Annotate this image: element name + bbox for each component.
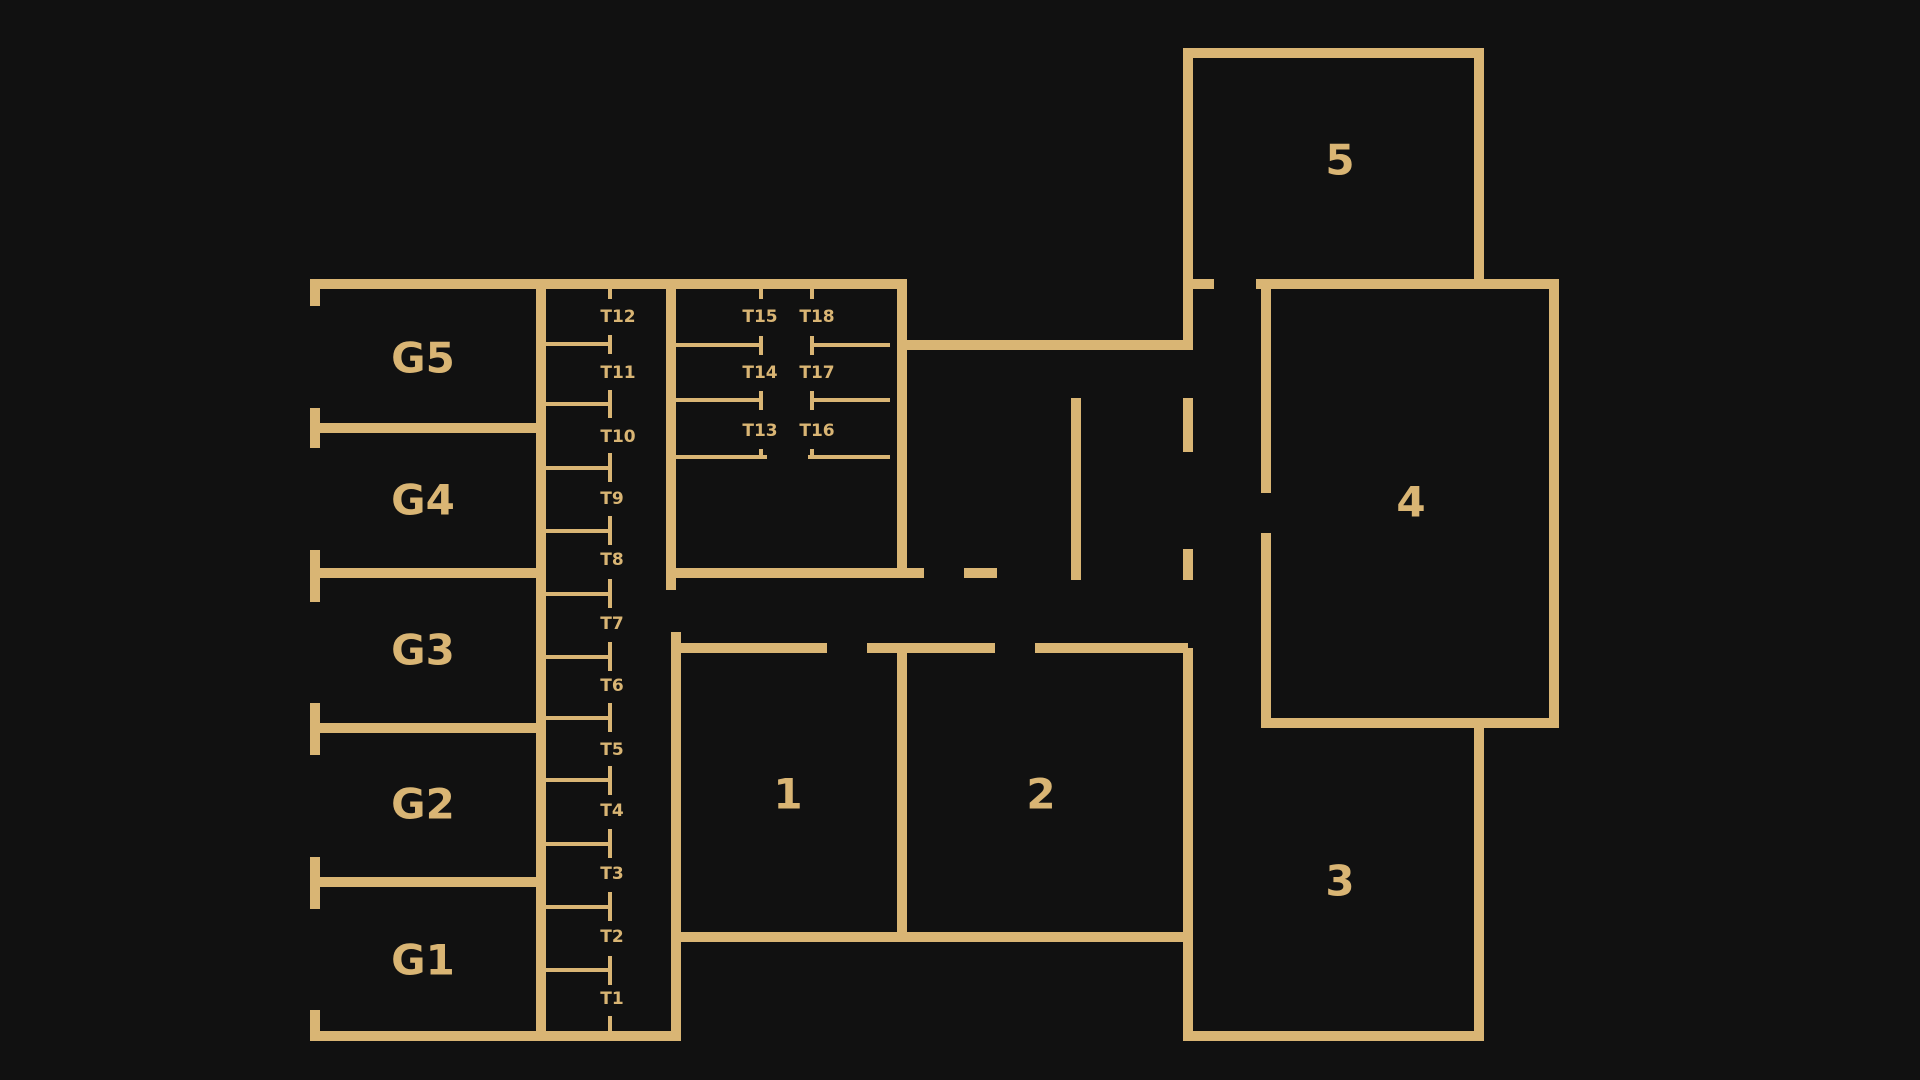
toilet-label-t3: T3 <box>600 864 623 884</box>
toilet-label-t12: T12 <box>600 307 635 327</box>
block-stalls <box>676 289 890 459</box>
toilet-label-t9: T9 <box>600 489 623 509</box>
room-labels: G5 G4 G3 G2 G1 1 2 3 4 5 <box>391 136 1425 985</box>
toilet-label-t15: T15 <box>742 307 777 327</box>
toilet-label-t18: T18 <box>799 307 834 327</box>
toilet-label-t2: T2 <box>600 927 623 947</box>
room-label-g2: G2 <box>391 780 455 829</box>
wall-room4 <box>1256 279 1559 728</box>
room-label-2: 2 <box>1026 770 1055 819</box>
toilet-label-t8: T8 <box>600 550 623 570</box>
walls <box>310 48 1559 1041</box>
toilet-label-t4: T4 <box>600 801 624 821</box>
room-label-4: 4 <box>1396 478 1425 527</box>
toilet-label-t5: T5 <box>600 740 623 760</box>
toilet-label-t11: T11 <box>600 363 635 383</box>
room-label-5: 5 <box>1325 136 1354 185</box>
room-label-1: 1 <box>773 770 802 819</box>
toilet-label-t14: T14 <box>742 363 777 383</box>
room-label-g3: G3 <box>391 626 455 675</box>
wall-bottom-left-block <box>310 632 681 1041</box>
wall-room5 <box>1183 48 1484 345</box>
toilet-label-t10: T10 <box>600 427 635 447</box>
toilet-label-t1: T1 <box>600 989 623 1009</box>
toilet-labels: T12 T11 T10 T9 T8 T7 T6 T5 T4 T3 T2 T1 T… <box>600 307 834 1009</box>
room-label-g1: G1 <box>391 936 455 985</box>
room-label-3: 3 <box>1325 857 1354 906</box>
toilet-label-t7: T7 <box>600 614 623 634</box>
toilet-label-t16: T16 <box>799 421 834 441</box>
toilet-label-t6: T6 <box>600 676 623 696</box>
room-label-g5: G5 <box>391 334 455 383</box>
toilet-label-t17: T17 <box>799 363 834 383</box>
toilet-label-t13: T13 <box>742 421 777 441</box>
left-stalls <box>546 289 612 1031</box>
room-label-g4: G4 <box>391 476 455 525</box>
